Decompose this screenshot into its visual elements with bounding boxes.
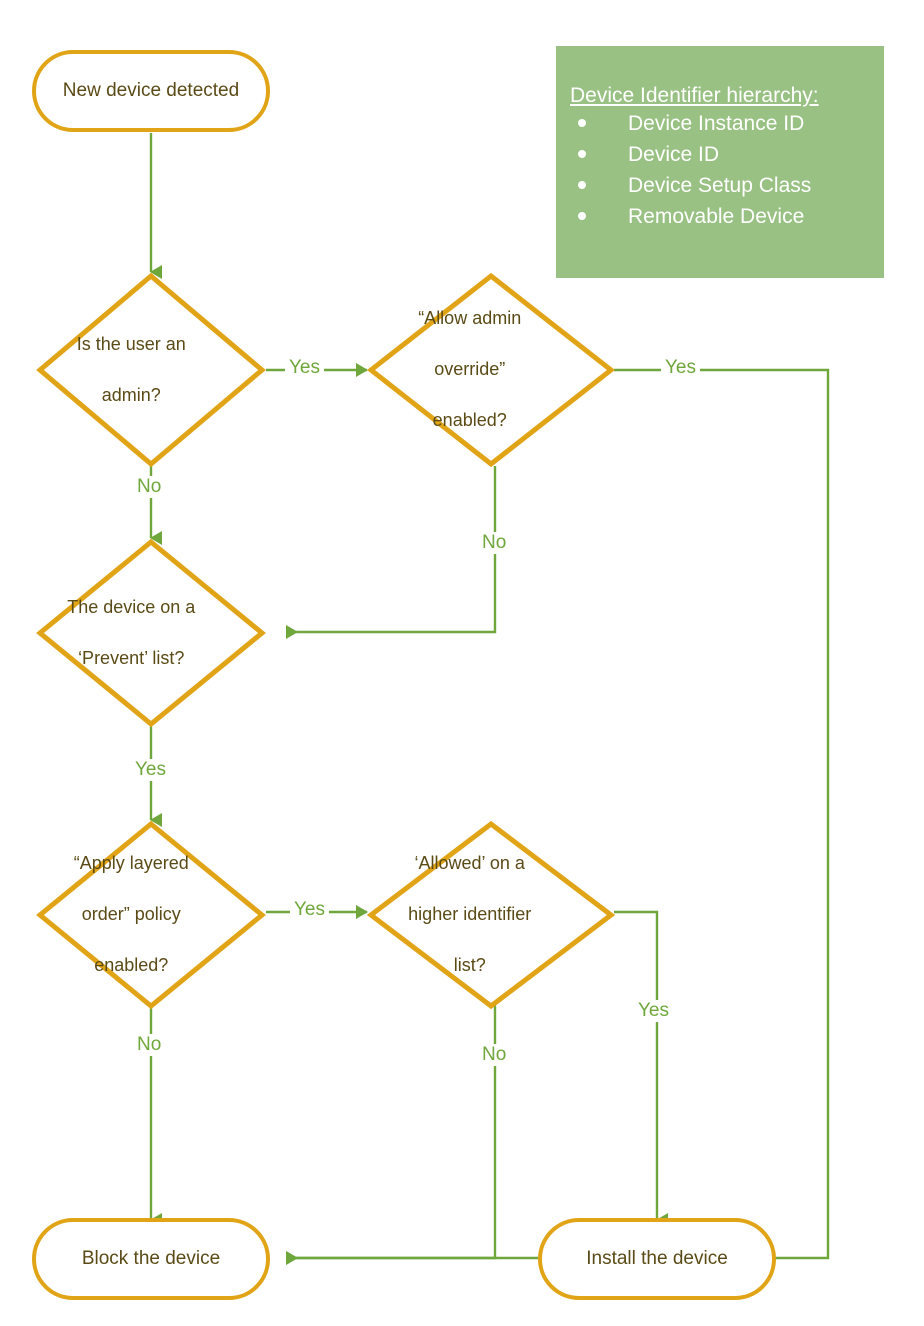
legend-item: Device ID: [570, 139, 884, 170]
legend-item-label: Device Instance ID: [628, 112, 805, 135]
node-block-the-device[interactable]: Block the device: [32, 1218, 270, 1300]
legend-title: Device Identifier hierarchy:: [570, 84, 819, 107]
edge-label-layered-no: No: [133, 1034, 166, 1056]
node-apply-layered-order-policy-enabled[interactable]: “Apply layered order” policy enabled?: [36, 820, 266, 1010]
node-install-the-device[interactable]: Install the device: [538, 1218, 776, 1300]
node-new-device-detected[interactable]: New device detected: [32, 50, 270, 132]
edge-allowed-yes-to-install: [614, 910, 668, 1227]
node-label: New device detected: [62, 80, 240, 101]
node-label: Block the device: [81, 1248, 221, 1269]
edge-label-layered-yes: Yes: [290, 899, 329, 921]
edge-label-allowed-no: No: [478, 1044, 511, 1066]
node-label: Install the device: [586, 1248, 728, 1269]
node-allow-admin-override-enabled[interactable]: “Allow admin override” enabled?: [366, 272, 616, 468]
edge-label-override-yes: Yes: [661, 357, 700, 379]
edge-label-is-admin-no: No: [133, 476, 166, 498]
edge-override-no-to-prevent: [286, 466, 497, 639]
edge-label-allowed-yes: Yes: [634, 1000, 673, 1022]
edge-override-yes-to-install: [286, 368, 830, 1265]
legend-item-label: Device ID: [628, 143, 720, 167]
bullet-icon: [578, 149, 586, 158]
diamond-shape: [36, 820, 266, 1010]
diamond-shape: [36, 538, 266, 728]
edge-label-prevent-yes: Yes: [131, 759, 170, 781]
diamond-shape: [36, 272, 266, 468]
legend-item: Device Instance ID: [570, 108, 884, 139]
node-is-the-user-an-admin[interactable]: Is the user an admin?: [36, 272, 266, 468]
legend-box: Device Identifier hierarchy: Device Inst…: [556, 46, 884, 278]
legend-item-label: Removable Device: [628, 205, 805, 229]
diamond-shape: [366, 272, 616, 468]
edge-label-override-no: No: [478, 532, 511, 554]
diamond-shape: [366, 820, 616, 1010]
legend-item: Device Setup Class: [570, 170, 884, 201]
bullet-icon: [578, 212, 586, 221]
legend-item-label: Device Setup Class: [628, 174, 812, 198]
bullet-icon: [578, 118, 586, 127]
edge-allowed-no-to-block: [286, 1004, 497, 1265]
bullet-icon: [578, 181, 586, 190]
node-device-on-prevent-list[interactable]: The device on a ‘Prevent’ list?: [36, 538, 266, 728]
edge-label-is-admin-yes: Yes: [285, 357, 324, 379]
legend-item: Removable Device: [570, 201, 884, 232]
node-allowed-on-higher-identifier-list[interactable]: ‘Allowed’ on a higher identifier list?: [366, 820, 616, 1010]
legend-list: Device Instance ID Device ID Device Setu…: [570, 108, 884, 232]
